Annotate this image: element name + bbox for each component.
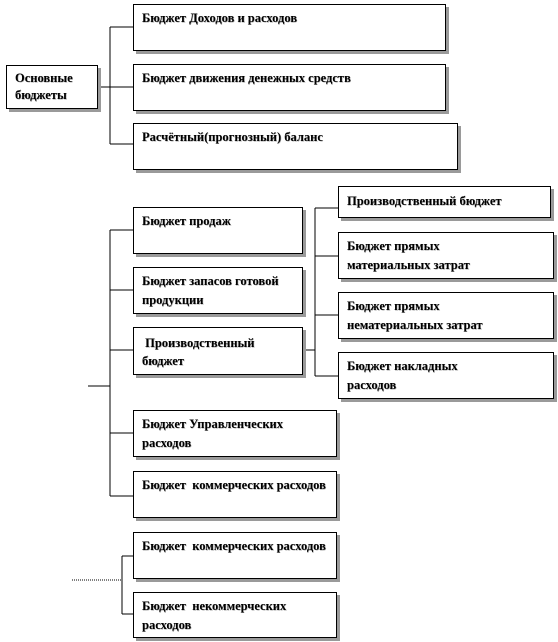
box-commercial-expense-budget: Бюджет коммерческих расходов <box>133 471 337 518</box>
box-sales-budget: Бюджет продаж <box>133 207 303 254</box>
box-admin-expense-budget-label: Бюджет Управленческих расходов <box>142 417 283 450</box>
box-overhead-budget: Бюджет накладных расходов <box>338 352 554 399</box>
box-admin-expense-budget: Бюджет Управленческих расходов <box>133 410 337 457</box>
box-commercial-expense-budget-label: Бюджет коммерческих расходов <box>142 478 326 492</box>
box-income-expense-budget-label: Бюджет Доходов и расходов <box>142 11 298 25</box>
box-income-expense-budget: Бюджет Доходов и расходов <box>133 4 446 51</box>
box-production-budget-sub: Производственный бюджет <box>338 186 551 218</box>
box-cash-flow-budget: Бюджет движения денежных средств <box>133 64 446 111</box>
box-cash-flow-budget-label: Бюджет движения денежных средств <box>142 71 351 85</box>
box-direct-materials-budget: Бюджет прямых материальных затрат <box>338 232 554 279</box>
box-forecast-balance: Расчётный(прогнозный) баланс <box>133 123 458 170</box>
box-production-budget-label: Производственный бюджет <box>142 336 258 368</box>
root-main-budgets: Основные бюджеты <box>6 65 98 109</box>
box-direct-nonmaterial-budget-label: Бюджет прямых нематериальных затрат <box>347 299 483 332</box>
root-main-budgets-label: Основные бюджеты <box>15 71 73 102</box>
box-overhead-budget-label: Бюджет накладных расходов <box>347 359 458 392</box>
box-finished-goods-budget-label: Бюджет запасов готовой продукции <box>142 274 279 307</box>
box-noncommercial-expense-budget-label: Бюджет некоммерческих расходов <box>142 599 290 632</box>
box-production-budget: Производственный бюджет <box>133 327 303 375</box>
box-commercial-expense-budget-2: Бюджет коммерческих расходов <box>133 532 337 579</box>
box-noncommercial-expense-budget: Бюджет некоммерческих расходов <box>133 592 337 638</box>
box-direct-materials-budget-label: Бюджет прямых материальных затрат <box>347 239 470 272</box>
box-forecast-balance-label: Расчётный(прогнозный) баланс <box>142 130 323 144</box>
box-finished-goods-budget: Бюджет запасов готовой продукции <box>133 267 303 314</box>
box-direct-nonmaterial-budget: Бюджет прямых нематериальных затрат <box>338 292 554 339</box>
box-commercial-expense-budget-2-label: Бюджет коммерческих расходов <box>142 539 326 553</box>
box-sales-budget-label: Бюджет продаж <box>142 214 231 228</box>
box-production-budget-sub-label: Производственный бюджет <box>347 194 502 208</box>
